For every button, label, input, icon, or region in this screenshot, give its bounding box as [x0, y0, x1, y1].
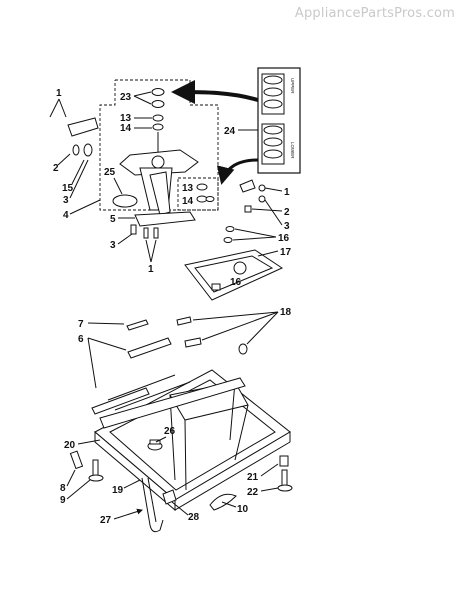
label-8: 8 [60, 483, 66, 494]
label-2-left: 2 [53, 163, 59, 174]
label-4: 4 [63, 210, 69, 221]
label-1-bottom: 1 [148, 264, 154, 275]
label-14-side: 14 [182, 196, 194, 207]
watermark-text: AppliancePartsPros.com [294, 6, 455, 21]
label-17: 17 [280, 247, 292, 258]
label-18: 18 [280, 307, 292, 318]
label-20: 20 [64, 440, 76, 451]
left-clamp [67, 117, 99, 157]
label-27: 27 [100, 515, 112, 526]
right-clips [223, 179, 266, 243]
motor-mount-plate [184, 249, 284, 301]
base-frame [94, 369, 291, 512]
label-3-right: 3 [284, 221, 290, 232]
label-26: 26 [164, 426, 176, 437]
spring-hook [141, 477, 177, 533]
upper-labels: 1 2 15 3 4 25 23 13 14 24 13 14 5 3 1 1 … [49, 88, 292, 288]
seal-ring [112, 194, 138, 208]
label-16-right: 16 [278, 233, 290, 244]
label-7: 7 [78, 319, 84, 330]
label-21: 21 [247, 472, 259, 483]
label-14-top: 14 [120, 123, 132, 134]
label-19: 19 [112, 485, 124, 496]
label-16-plate: 16 [230, 277, 242, 288]
mount-bracket [134, 211, 196, 227]
seal-kit-arrow-upper [171, 80, 259, 105]
leveling-feet [69, 450, 293, 492]
seal-kit-arrow-lower [216, 158, 259, 185]
label-3-bottom: 3 [110, 240, 116, 251]
label-1-top: 1 [56, 88, 62, 99]
label-13-side: 13 [182, 183, 194, 194]
label-23: 23 [120, 92, 132, 103]
transmission-group-outline [99, 79, 219, 211]
label-1-right: 1 [284, 187, 290, 198]
front-rails [91, 319, 172, 415]
label-28: 28 [188, 512, 200, 523]
bearing-stack [151, 88, 165, 131]
label-15: 15 [62, 183, 74, 194]
bolts [130, 224, 159, 239]
seal-kit-box: UPPER LOWER [257, 67, 301, 174]
lower-labels: 7 6 18 20 8 9 19 26 21 22 10 27 28 [60, 307, 292, 526]
label-6: 6 [78, 334, 84, 345]
lower-text: LOWER [290, 142, 295, 159]
side-bearings [196, 183, 215, 203]
label-25: 25 [104, 167, 116, 178]
upper-text: UPPER [290, 78, 295, 94]
label-2-right: 2 [284, 207, 290, 218]
label-10: 10 [237, 504, 249, 515]
label-5: 5 [110, 214, 116, 225]
clips-18 [176, 316, 248, 355]
label-3-left: 3 [63, 195, 69, 206]
label-22: 22 [247, 487, 259, 498]
transmission-assembly [119, 132, 199, 216]
label-9: 9 [60, 495, 66, 506]
label-24: 24 [224, 126, 236, 137]
label-13-top: 13 [120, 113, 132, 124]
